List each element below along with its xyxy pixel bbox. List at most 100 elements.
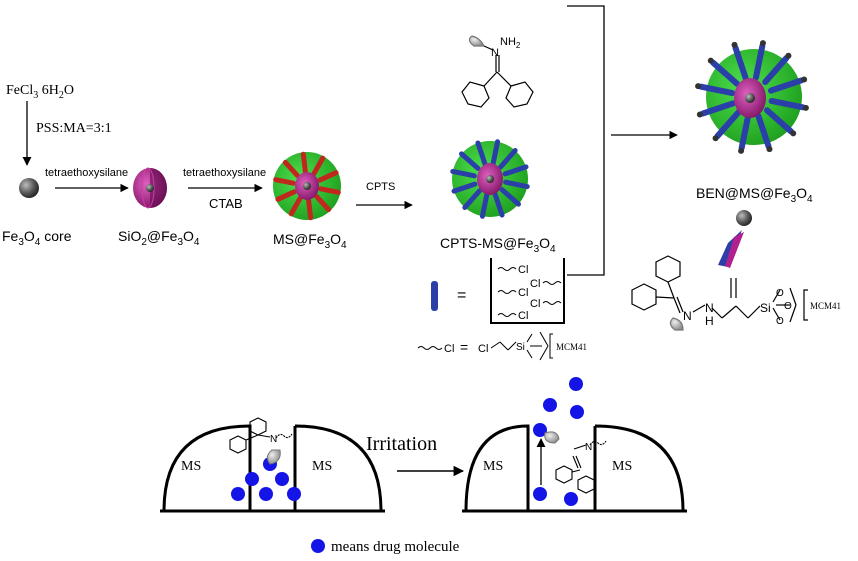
fecl3-label: FeCl3 6H2O [6,83,74,101]
gatekeeper-cap [759,40,766,47]
pore-channel [451,181,478,194]
pore-channel [492,191,505,218]
arrow2-template: CTAB [209,196,243,211]
cl-2: Cl [518,287,528,299]
pore-channel [752,43,766,81]
nh2-text: NH2 [500,36,521,50]
chain-cl-start: Cl [478,343,488,355]
pore-channel [288,195,303,217]
pore-channel [273,177,296,186]
gatekeeper-cap [696,111,703,118]
cl-4: Cl [530,278,540,290]
drug-molecule [533,423,547,437]
capsule-closed [266,449,281,465]
gatekeeper-cap [766,146,773,153]
pore-channel [498,148,518,170]
pore-channel [714,108,742,139]
pore-channel [450,168,477,179]
gatekeeper-cap [695,83,702,90]
o-top-bound: O [776,288,784,299]
pore-channel [313,193,332,213]
capsule-open [544,431,560,444]
drug-molecule [259,487,273,501]
pore-channel [755,112,772,150]
pore-channel [499,187,521,207]
gatekeeper-cap [707,57,714,64]
ms-right-text: MS [312,459,332,474]
open-pore-dome [462,424,687,513]
propyl-silane [490,331,553,361]
drug-molecule [533,487,547,501]
chain-squiggle-def [417,346,443,350]
pore-channel [282,159,301,179]
pore-channel [710,59,741,87]
drug-molecule [543,398,557,412]
drug-legend-text: means drug molecule [331,539,460,555]
reaction-bracket [567,5,605,276]
gatekeeper-cap [712,135,719,142]
ms-open-right: MS [612,459,632,474]
capped-channels [695,40,809,154]
pore-channel [475,140,488,167]
gatekeeper-cap [802,104,809,111]
mcm-wall-box [490,258,565,324]
blue-channels [450,139,530,219]
gatekeeper-cap [790,130,797,137]
gatekeeper-cap [731,41,738,48]
drugs-loaded [231,457,301,501]
blue-rod-legend [431,281,438,311]
mcm41-bound: MCM41 [810,301,841,311]
drug-legend-dot [311,539,325,553]
closed-pore-dome [160,424,385,513]
red-channels [273,151,341,221]
cpts-ms-particle [450,139,530,219]
o-bottom-bound: O [776,316,784,327]
ms-label: MS@Fe3O4 [273,231,347,251]
n-closed: N [270,434,277,445]
drug-molecule [231,487,245,501]
pore-channel [490,139,501,166]
fe3o4-core-label: Fe3O4 core [2,228,72,248]
mcm41-chain: MCM41 [556,342,587,352]
sio2-label: SiO2@Fe3O4 [118,228,200,248]
cpts-ms-label: CPTS-MS@Fe3O4 [440,235,556,255]
drug-molecule [564,492,578,506]
irritation-label: Irritation [366,433,437,455]
nh-atom-bound: N [705,301,714,315]
drugs-released [533,377,584,506]
cl-3: Cl [518,310,528,322]
fe3o4-core-sphere [19,178,39,198]
drug-molecule [275,472,289,486]
bound-hydrazone-structure [631,255,808,331]
pore-channel [738,113,752,151]
n-text: N [491,47,499,59]
gatekeeper-closed [229,417,293,454]
pore-channel [762,55,790,86]
h-atom-bound: H [705,314,714,328]
arrow2-reagent: tetraethoxysilane [183,167,266,179]
ben-ms-label: BEN@MS@Fe3O4 [696,185,813,205]
chain-si: Si [516,342,525,353]
pore-channel [311,155,326,177]
arrow3-reagent: CPTS [366,181,395,193]
drug-molecule [245,472,259,486]
sio2-particle [133,167,167,209]
cl-1: Cl [518,264,528,276]
gatekeeper-cap [785,52,792,59]
drug-molecule [570,405,584,419]
ben-ms-particle [695,40,809,154]
pore-channel [503,179,530,190]
chain-squiggles [497,267,562,317]
pore-channel [300,151,308,175]
hydrazone-molecule [461,35,534,108]
n-open: N [585,442,592,453]
pore-channel [318,186,341,195]
pore-channel [732,44,749,82]
capped-rod-icon [718,210,752,268]
chain-equals: = [460,339,468,355]
si-atom-bound: Si [760,301,771,315]
n-atom-bound: N [683,309,692,323]
pore-channel [317,170,339,183]
gatekeeper-open [555,440,607,494]
ms-open-left: MS [483,459,503,474]
